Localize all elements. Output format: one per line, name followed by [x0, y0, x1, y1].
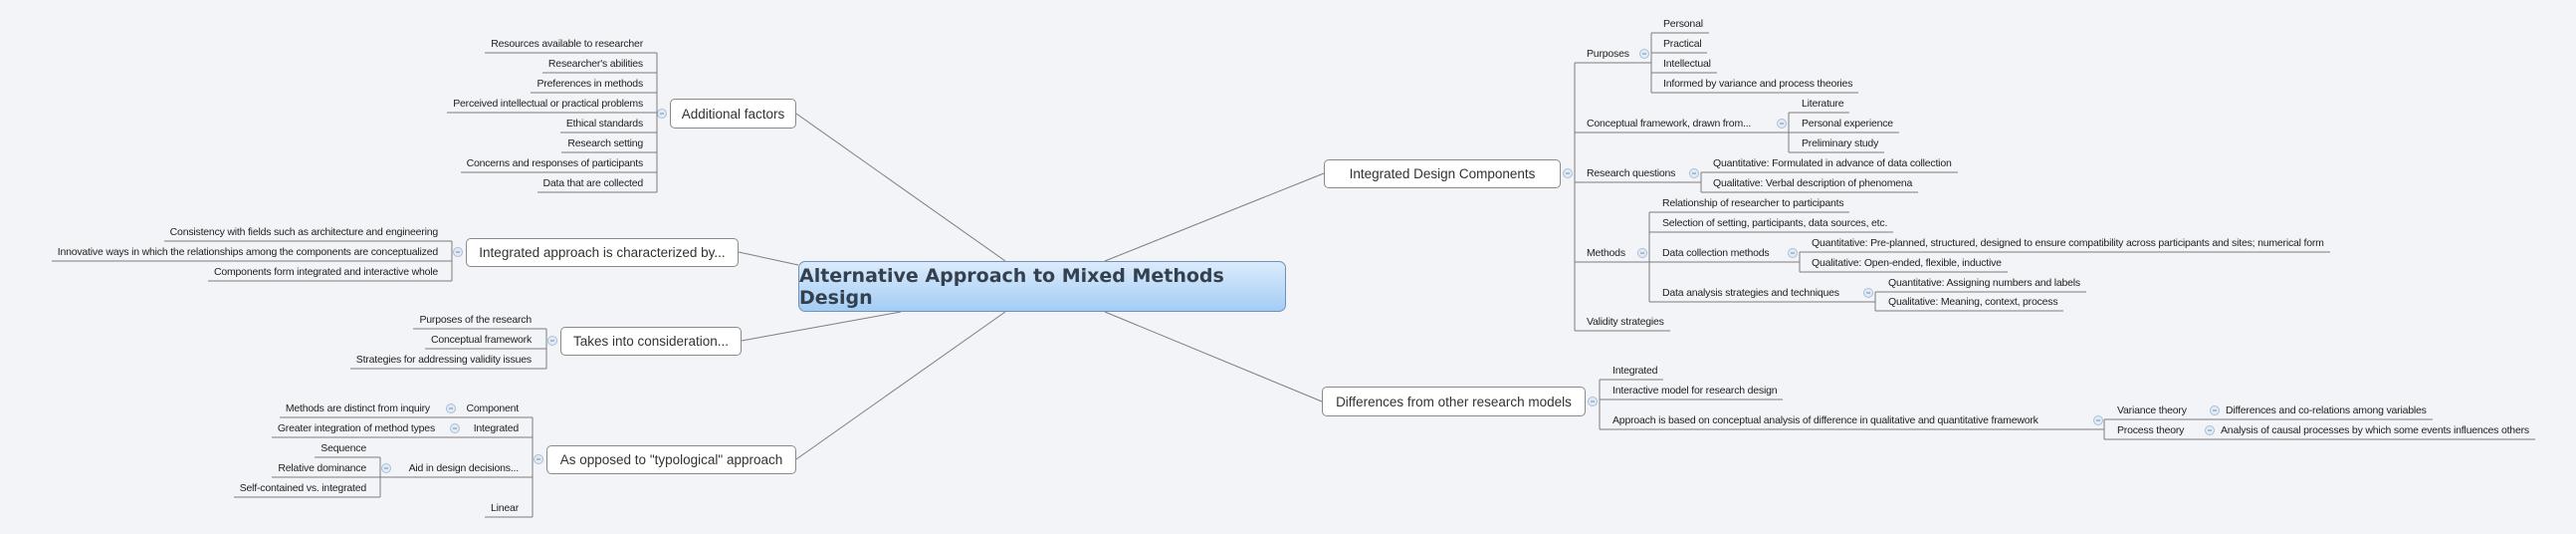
factor-item[interactable]: Data that are collected: [542, 177, 644, 189]
collapse-minus-icon[interactable]: [1863, 288, 1873, 298]
collapse-minus-icon[interactable]: [657, 109, 667, 119]
design-decision-item[interactable]: Sequence: [321, 442, 366, 454]
factor-item[interactable]: Resources available to researcher: [491, 38, 643, 50]
collapse-minus-icon[interactable]: [1689, 168, 1699, 178]
branch-connector: [1104, 311, 1323, 402]
branch-connector: [741, 311, 902, 342]
topic-takes-into-consideration[interactable]: Takes into consideration...: [560, 327, 742, 356]
component-research-questions[interactable]: Research questions: [1587, 167, 1676, 179]
subtopic-detail[interactable]: Methods are distinct from inquiry: [285, 402, 430, 414]
characteristic-item[interactable]: Consistency with fields such as architec…: [169, 226, 439, 238]
factor-item[interactable]: Research setting: [567, 137, 643, 149]
consideration-item[interactable]: Strategies for addressing validity issue…: [355, 354, 532, 366]
collapse-minus-icon[interactable]: [1777, 119, 1787, 129]
consideration-item[interactable]: Conceptual framework: [430, 334, 532, 346]
variance-theory[interactable]: Variance theory: [2117, 404, 2187, 416]
collapse-minus-icon[interactable]: [534, 454, 543, 464]
purpose-item[interactable]: Intellectual: [1663, 58, 1711, 70]
process-theory-detail[interactable]: Analysis of causal processes by which so…: [2221, 424, 2529, 436]
collapse-minus-icon[interactable]: [1639, 49, 1649, 59]
factor-item[interactable]: Ethical standards: [565, 118, 643, 130]
factor-item[interactable]: Researcher's abilities: [547, 58, 643, 70]
design-decision-item[interactable]: Self-contained vs. integrated: [239, 482, 366, 494]
branch-connector: [795, 113, 1006, 262]
collapse-minus-icon[interactable]: [446, 403, 456, 413]
difference-approach[interactable]: Approach is based on conceptual analysis…: [1612, 414, 2039, 426]
collapse-minus-icon[interactable]: [2205, 425, 2215, 435]
data-analysis-item[interactable]: Quantitative: Assigning numbers and labe…: [1888, 277, 2080, 289]
subtopic-integrated[interactable]: Integrated: [473, 422, 519, 434]
method-data-analysis[interactable]: Data analysis strategies and techniques: [1662, 287, 1839, 299]
method-item[interactable]: Relationship of researcher to participan…: [1662, 197, 1844, 209]
branch-connector: [795, 311, 1006, 460]
component-purposes[interactable]: Purposes: [1587, 48, 1629, 60]
design-decision-item[interactable]: Relative dominance: [278, 462, 366, 474]
data-analysis-item[interactable]: Qualitative: Meaning, context, process: [1888, 296, 2058, 308]
component-validity-strategies[interactable]: Validity strategies: [1587, 316, 1664, 328]
purpose-item[interactable]: Practical: [1663, 38, 1702, 50]
topic-integrated-approach[interactable]: Integrated approach is characterized by.…: [466, 238, 739, 267]
framework-source-item[interactable]: Preliminary study: [1802, 137, 1879, 149]
consideration-item[interactable]: Purposes of the research: [419, 314, 532, 326]
topic-differences[interactable]: Differences from other research models: [1322, 387, 1586, 416]
branch-connector: [738, 251, 799, 266]
branch-connector: [1104, 172, 1325, 262]
research-question-item[interactable]: Qualitative: Verbal description of pheno…: [1713, 177, 1913, 189]
research-question-item[interactable]: Quantitative: Formulated in advance of d…: [1713, 157, 1952, 169]
factor-item[interactable]: Concerns and responses of participants: [466, 157, 644, 169]
topic-integrated-design-components[interactable]: Integrated Design Components: [1324, 159, 1561, 188]
component-conceptual-framework[interactable]: Conceptual framework, drawn from...: [1587, 118, 1752, 130]
topic-typological-approach[interactable]: As opposed to "typological" approach: [546, 445, 796, 474]
collapse-minus-icon[interactable]: [1588, 397, 1598, 406]
data-collection-item[interactable]: Qualitative: Open-ended, flexible, induc…: [1812, 257, 2002, 269]
data-collection-item[interactable]: Quantitative: Pre-planned, structured, d…: [1812, 237, 2324, 249]
factor-item[interactable]: Preferences in methods: [537, 78, 644, 90]
subtopic-component[interactable]: Component: [466, 402, 520, 414]
factor-item[interactable]: Perceived intellectual or practical prob…: [453, 98, 643, 110]
collapse-minus-icon[interactable]: [547, 336, 557, 346]
purpose-item[interactable]: Informed by variance and process theorie…: [1663, 78, 1853, 90]
topic-additional-factors[interactable]: Additional factors: [670, 99, 796, 129]
purpose-item[interactable]: Personal: [1663, 18, 1703, 30]
collapse-minus-icon[interactable]: [1637, 248, 1647, 258]
characteristic-item[interactable]: Components form integrated and interacti…: [213, 266, 438, 278]
collapse-minus-icon[interactable]: [453, 247, 463, 257]
framework-source-item[interactable]: Literature: [1802, 98, 1844, 110]
subtopic-detail[interactable]: Greater integration of method types: [277, 422, 435, 434]
variance-theory-detail[interactable]: Differences and co-relations among varia…: [2226, 404, 2427, 416]
collapse-minus-icon[interactable]: [381, 463, 391, 473]
subtopic-aid-in-design[interactable]: Aid in design decisions...: [408, 462, 520, 474]
collapse-minus-icon[interactable]: [1788, 248, 1798, 258]
framework-source-item[interactable]: Personal experience: [1802, 118, 1893, 130]
component-methods[interactable]: Methods: [1587, 247, 1625, 259]
collapse-minus-icon[interactable]: [2093, 415, 2103, 425]
collapse-minus-icon[interactable]: [450, 423, 460, 433]
method-data-collection[interactable]: Data collection methods: [1662, 247, 1770, 259]
collapse-minus-icon[interactable]: [1563, 168, 1573, 178]
subtopic-linear[interactable]: Linear: [491, 502, 519, 514]
method-item[interactable]: Selection of setting, participants, data…: [1662, 217, 1888, 229]
collapse-minus-icon[interactable]: [2210, 405, 2220, 415]
process-theory[interactable]: Process theory: [2117, 424, 2185, 436]
difference-item[interactable]: Integrated: [1612, 365, 1658, 377]
characteristic-item[interactable]: Innovative ways in which the relationshi…: [57, 246, 438, 258]
difference-item[interactable]: Interactive model for research design: [1612, 385, 1778, 397]
central-topic[interactable]: Alternative Approach to Mixed Methods De…: [798, 261, 1286, 312]
